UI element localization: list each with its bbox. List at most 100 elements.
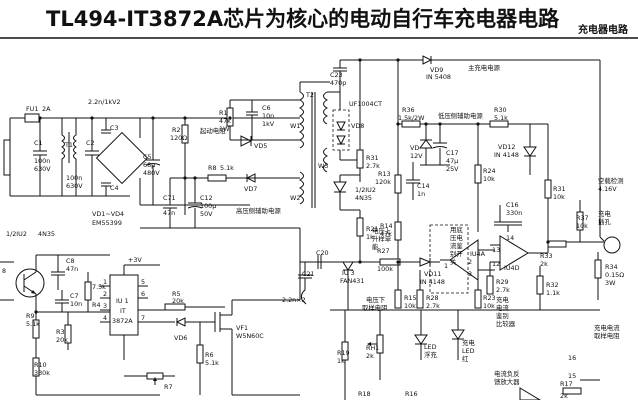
label-plug1: 充电 [598,209,611,218]
label-r21: R21 [366,225,379,233]
label-r28: R28 [426,294,439,302]
label-r9-val: 5.1k [26,320,40,328]
diode-vd5 [240,135,253,147]
label-r30-val: 5.1k [494,114,508,122]
label-u1-part: 3872A [112,317,133,325]
opamp-section [429,205,567,294]
label-pin5: 5 [141,278,145,286]
label-r19: R19 [337,349,350,357]
label-r32: R32 [546,281,559,289]
label-r15-val: 10k [404,302,416,310]
label-vd6: VD6 [174,334,187,342]
label-led-r2: LED [462,347,475,355]
label-pin2: 2 [103,290,107,298]
label-r19-val: 1k [337,357,345,365]
label-led-g2: 浮充 [424,350,437,359]
label-w2: W2 [290,194,300,202]
label-r31b: R31 [553,185,566,193]
resistor-r8 [207,174,227,182]
label-r6-val: 5.1k [205,359,219,367]
label-amp2: 馈放大器 [494,377,520,386]
label-pin13: 13 [492,246,500,254]
label-c12: C12 [200,194,213,202]
label-plug2: 插孔 [598,217,611,226]
opamp-iu4a [449,239,479,281]
resistor-r14 [394,221,402,241]
label-r17-val: 2k [560,392,568,400]
label-vd5: VD5 [254,142,267,150]
label-r16: R16 [405,390,418,398]
resistor-r34 [594,259,602,279]
label-r5: R5 [172,290,181,298]
label-c12-v1: 100μ [200,202,216,210]
diode-vd6 [175,317,186,327]
label-r18: R18 [358,390,371,398]
resistor-r33 [547,240,567,248]
label-c3-top: 2.2n/1kV2 [88,98,121,106]
label-r31-val: 2.7k [366,162,380,170]
label-vsamp1: 电压下 [366,295,386,304]
label-iu3-val: FAN431 [340,277,364,285]
label-r7: R7 [164,383,173,391]
label-c3: C3 [110,124,119,132]
label-r36: R36 [402,106,415,114]
resistor-r21 [356,217,364,237]
label-c6-v2: 1kV [262,120,275,128]
label-vd7: VD7 [244,185,257,193]
label-rh1: RH1 [366,344,379,352]
label-r4: R4 [92,301,101,309]
label-main-out: 主充电电源 [468,63,501,72]
label-pin12: 12 [492,260,500,268]
label-lv-aux: 低压侧辅助电源 [438,111,483,120]
resistor-r6 [196,344,204,364]
label-r6: R6 [205,351,214,359]
label-c4: C4 [110,184,119,192]
label-r33: R33 [540,252,553,260]
label-u2a-val: 4N35 [38,230,55,238]
label-vd12: VD12 [498,143,515,151]
label-r32-val: 1.1k [546,289,560,297]
label-r27: R27 [377,247,390,255]
output-rectifier-section [327,55,601,230]
label-r27-val: 100k [377,265,393,273]
label-c5-v1: 68μ [143,161,155,169]
label-vf1: VF1 [236,324,248,332]
label-vf1-val: W5N60C [236,332,264,340]
label-fu1-val: 2A [42,105,51,113]
lv-aux-section [397,60,537,232]
label-c5: C5 [143,153,152,161]
label-r8-val: 5.1k [220,164,234,172]
charge-jack [603,236,621,254]
output-jack-section [530,123,621,300]
label-pin3: 3 [103,302,107,310]
optocoupler-transistor [15,268,45,298]
label-load-v: 4.16V [598,185,617,193]
led-charging [451,329,465,340]
opamp-current-feedback [519,387,541,400]
label-r29-val: 2.7k [496,286,510,294]
label-u1-it: IT [120,307,126,315]
label-icmp4: 比较器 [496,319,516,328]
label-led-r1: 充电 [462,338,475,347]
label-r9: R9 [26,312,35,320]
resistor-r15 [394,289,402,309]
label-isamp2: 取样电阻 [594,331,620,340]
label-vd-val: 12V [410,152,423,160]
label-vd: VD [410,144,419,152]
resistor-r31b [544,179,552,199]
label-r14: R14 [380,222,393,230]
label-r5-val: 20k [172,297,184,305]
label-r10-val: 330k [34,369,50,377]
label-r24-val: 10k [483,175,495,183]
label-r17: R17 [560,380,573,388]
label-c8: C8 [66,257,75,265]
label-c12-v2: 50V [200,210,213,218]
label-r4-val: 7.5k [92,283,106,291]
label-c23: C23 [330,71,343,79]
label-r21-val: 1k [366,233,374,241]
resistor-r32 [536,275,544,295]
indicator-section [341,262,600,400]
label-r10: R10 [34,361,47,369]
